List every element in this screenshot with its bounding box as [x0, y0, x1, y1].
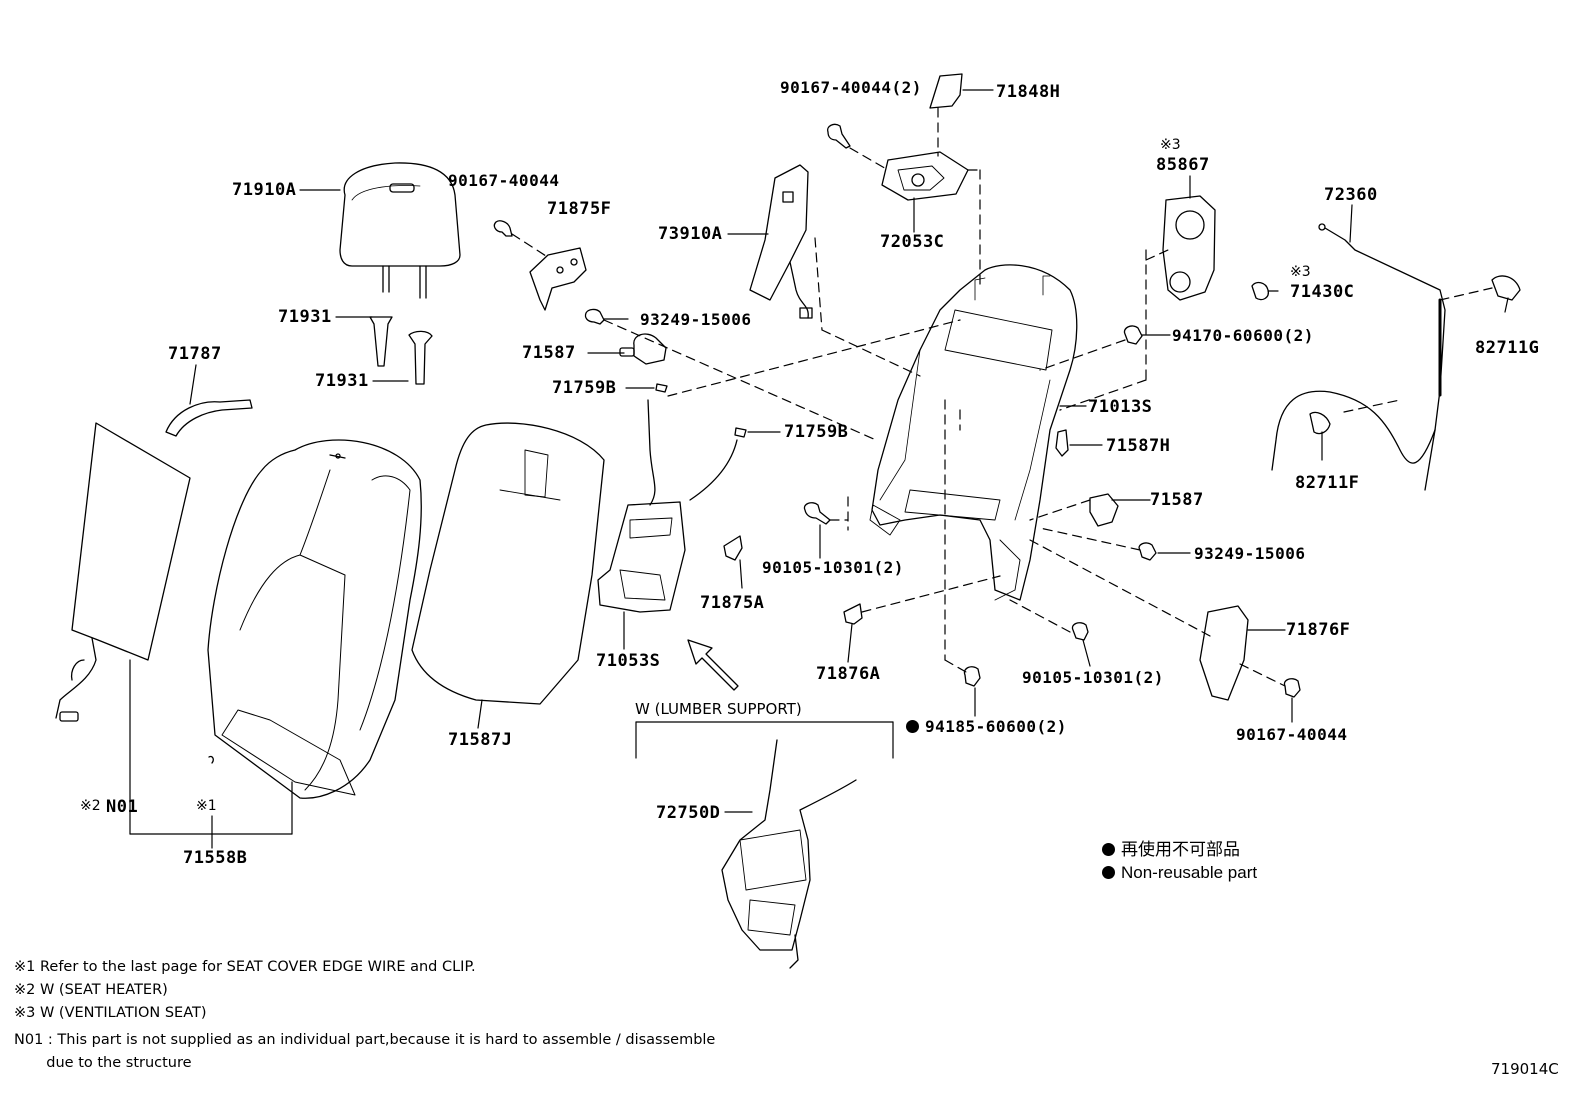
- seat-heater-drawing: [55, 422, 191, 722]
- footnote-2: ※2 W (SEAT HEATER): [14, 982, 168, 998]
- cover-71848H-drawing: [929, 73, 963, 109]
- part-label-93249-15006-right: 93249-15006: [1194, 544, 1306, 563]
- part-label-94185-60600-text: 94185-60600(2): [925, 717, 1067, 736]
- legend-dot-en: [1102, 866, 1115, 879]
- part-label-82711F: 82711F: [1295, 473, 1360, 493]
- part-label-71013S: 71013S: [1088, 397, 1153, 417]
- part-label-72360: 72360: [1324, 185, 1378, 205]
- part-label-71787: 71787: [168, 344, 222, 364]
- part-label-71931-a: 71931: [278, 307, 332, 327]
- fan-85867-drawing: [1162, 195, 1216, 301]
- part-label-71875F: 71875F: [547, 199, 612, 219]
- leader-lines: [129, 89, 1509, 849]
- footnote-n01: N01 : This part is not supplied as an in…: [14, 1032, 716, 1048]
- part-label-90167-40044-right: 90167-40044: [1236, 725, 1348, 744]
- lumbar-support-group-label: W (LUMBER SUPPORT): [635, 700, 802, 718]
- footnote-n01-cont: due to the structure: [14, 1055, 192, 1071]
- bracket-71875F-drawing: [493, 220, 605, 325]
- legend-jp: 再使用不可部品: [1102, 839, 1240, 861]
- part-label-71053S: 71053S: [596, 651, 661, 671]
- mark-clip: ※1: [196, 798, 217, 814]
- direction-arrow: [687, 639, 739, 691]
- switch-72053C-drawing: [881, 151, 969, 201]
- part-label-71759B-b: 71759B: [784, 422, 849, 442]
- screw-drawing: [827, 123, 851, 149]
- clip-71759B-drawing: [655, 383, 747, 438]
- clip-82711F-drawing: [1309, 411, 1331, 435]
- assembly-dashed-lines: [511, 107, 1493, 687]
- legend-jp-text: 再使用不可部品: [1121, 840, 1240, 859]
- part-label-90105-10301-b: 90105-10301(2): [1022, 668, 1164, 687]
- footnote-3: ※3 W (VENTILATION SEAT): [14, 1005, 207, 1021]
- part-label-71876F: 71876F: [1286, 620, 1351, 640]
- figure-id: 719014C: [1491, 1060, 1559, 1078]
- cover-71876F-drawing: [1199, 605, 1249, 701]
- part-label-71910A: 71910A: [232, 180, 297, 200]
- legend-en-text: Non-reusable part: [1121, 863, 1258, 882]
- strap-71787-drawing: [165, 399, 253, 437]
- part-label-94185-60600: 94185-60600(2): [906, 717, 1067, 737]
- part-label-90105-10301-a: 90105-10301(2): [762, 558, 904, 577]
- part-label-71587H: 71587H: [1106, 436, 1171, 456]
- part-label-71876A: 71876A: [816, 664, 881, 684]
- part-label-71558B: 71558B: [183, 848, 248, 868]
- part-label-71430C: 71430C: [1290, 282, 1355, 302]
- mark-85867: ※3: [1160, 137, 1181, 153]
- part-label-93249-15006-top: 93249-15006: [640, 310, 752, 329]
- lumbar-72750D-drawing: [721, 739, 857, 969]
- mark-71430C: ※3: [1290, 264, 1311, 280]
- part-label-72750D: 72750D: [656, 803, 721, 823]
- bracket-71875A-drawing: [723, 535, 743, 561]
- side-airbag-drawing: [749, 164, 813, 319]
- bracket-71876A-drawing: [843, 603, 863, 625]
- clip-82711G-drawing: [1491, 275, 1521, 301]
- part-label-90167-40044-top: 90167-40044: [448, 171, 560, 190]
- mark-n01: ※2: [80, 798, 101, 814]
- part-label-71587J: 71587J: [448, 730, 513, 750]
- motor-71587-drawing: [619, 333, 667, 365]
- headrest-drawing: [339, 162, 461, 299]
- part-label-72053C: 72053C: [880, 232, 945, 252]
- part-label-94170-60600: 94170-60600(2): [1172, 326, 1314, 345]
- part-label-73910A: 73910A: [658, 224, 723, 244]
- footnote-1: ※1 Refer to the last page for SEAT COVER…: [14, 959, 476, 975]
- legend-dot-jp: [1102, 843, 1115, 856]
- bracket-71587-right-drawing: [1089, 493, 1119, 527]
- clip-71587H-drawing: [1055, 429, 1069, 457]
- lumbar-71053S-drawing: [597, 399, 738, 613]
- part-label-82711G: 82711G: [1475, 338, 1540, 358]
- part-label-71848H: 71848H: [996, 82, 1061, 102]
- part-label-71759B-a: 71759B: [552, 378, 617, 398]
- legend-en: Non-reusable part: [1102, 862, 1257, 884]
- part-label-71587-right: 71587: [1150, 490, 1204, 510]
- part-label-71875A: 71875A: [700, 593, 765, 613]
- part-label-71587-left: 71587: [522, 343, 576, 363]
- nut-94170-drawing: [1123, 325, 1143, 345]
- part-label-N01: N01: [106, 797, 139, 817]
- part-label-71931-b: 71931: [315, 371, 369, 391]
- seat-cover-drawing: [207, 439, 422, 799]
- part-label-85867: 85867: [1156, 155, 1210, 175]
- headrest-guides-drawing: [369, 316, 433, 385]
- seat-pad-drawing: [411, 422, 605, 705]
- non-reusable-dot: [906, 720, 919, 733]
- seat-frame-drawing: [869, 264, 1078, 601]
- clip-71430C-drawing: [1251, 281, 1269, 301]
- part-label-90167-40044-2: 90167-40044(2): [780, 78, 922, 97]
